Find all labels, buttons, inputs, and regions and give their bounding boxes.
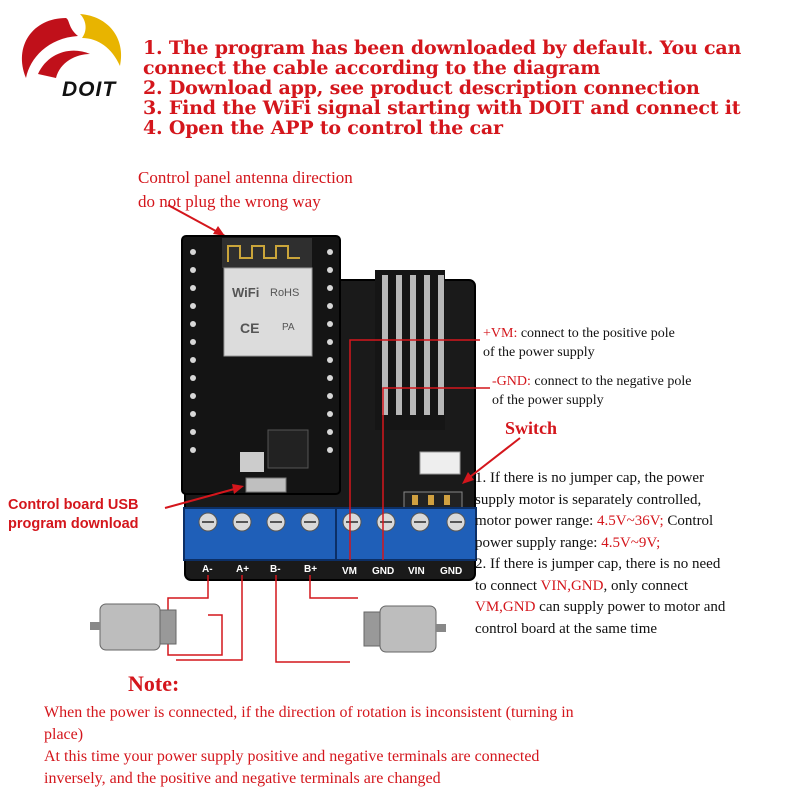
usb-download-note: Control board USB program download — [8, 497, 139, 532]
terminal-label: GND — [440, 566, 463, 577]
terminal-label: A- — [202, 564, 213, 575]
motor-right — [363, 605, 446, 653]
ce-mark-text: CE — [240, 320, 260, 336]
instruction-steps: 1. The program has been downloaded by de… — [143, 38, 793, 138]
gnd-note: -GND: connect to the negative pole of th… — [492, 374, 692, 408]
jumper-cap-notes: 1. If there is no jumper cap, the power … — [475, 470, 726, 637]
logo-emblem-icon — [21, 14, 122, 78]
note-body: When the power is connected, if the dire… — [44, 704, 574, 787]
terminal-label: GND — [372, 566, 395, 577]
doit-logo — [8, 8, 138, 118]
step-line: 1. The program has been downloaded by de… — [143, 37, 742, 59]
pa-text: PA — [282, 322, 295, 333]
logo-brand-text: DOIT — [62, 78, 117, 101]
step-line: 2. Download app, see product description… — [143, 77, 700, 99]
motor-left — [90, 603, 177, 651]
step-line: 4. Open the APP to control the car — [143, 117, 503, 139]
wifi-logo-text: WiFi — [232, 285, 260, 300]
vm-note: +VM: connect to the positive pole of the… — [483, 326, 675, 360]
terminal-label: B- — [270, 564, 281, 575]
step-line: connect the cable according to the diagr… — [143, 57, 601, 79]
terminal-label: A+ — [236, 564, 250, 575]
note-title: Note: — [128, 671, 180, 696]
terminal-label: VIN — [408, 566, 425, 577]
terminal-label: B+ — [304, 564, 318, 575]
step-line: 3. Find the WiFi signal starting with DO… — [143, 97, 741, 119]
terminal-label: VM — [342, 566, 357, 577]
antenna-direction-note: Control panel antenna direction do not p… — [138, 168, 353, 211]
switch-label: Switch — [505, 418, 558, 438]
rohs-text: RoHS — [270, 287, 300, 299]
